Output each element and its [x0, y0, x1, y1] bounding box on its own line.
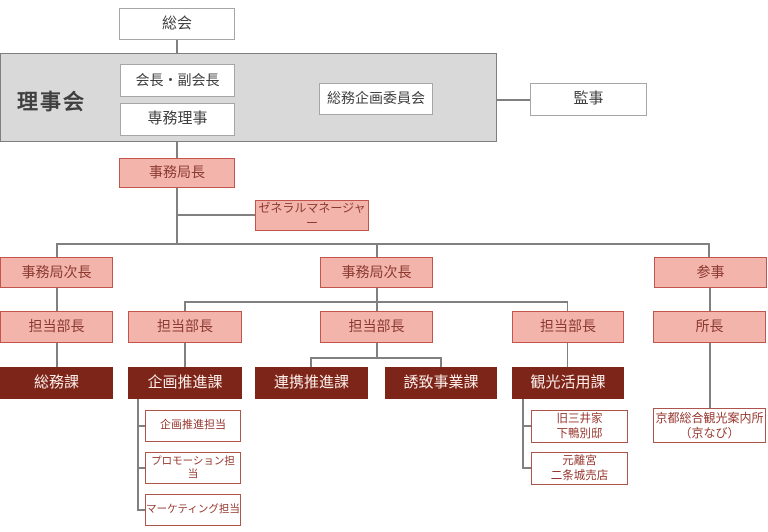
node-former-mitsui-villa: 旧三井家 下鴨別邸 [531, 410, 628, 443]
connector-planning-trunk [137, 399, 139, 510]
node-department-manager-1: 担当部長 [0, 311, 113, 343]
node-executive-director: 専務理事 [120, 103, 235, 136]
node-general-affairs-planning-committee: 総務企画委員会 [319, 83, 433, 115]
node-secretary-general: 事務局長 [119, 158, 235, 188]
connector-manager3-branch [376, 343, 378, 357]
node-general-manager: ゼネラルマネージャー [255, 200, 369, 231]
connector-director-kyonavi [709, 343, 711, 408]
connector-manager2-section [184, 343, 186, 367]
node-nijo-castle-shop: 元離宮 二条城売店 [531, 452, 628, 485]
connector-drop-counselor [708, 243, 710, 257]
connector-planning-stub1 [137, 425, 145, 427]
node-general-affairs-section: 総務課 [0, 367, 113, 399]
node-counselor: 参事 [654, 257, 767, 288]
connector-branch3 [310, 357, 441, 359]
connector-tourism-stub2 [522, 467, 531, 469]
connector-tourism-trunk [522, 399, 524, 468]
node-deputy-secretary-general-1: 事務局次長 [0, 257, 113, 288]
connector-manager1-section [56, 343, 58, 367]
nijo-shop-line1: 元離宮 [562, 455, 597, 468]
node-marketing-team: マーケティング担当 [145, 494, 241, 526]
connector-planning-stub2 [137, 467, 145, 469]
connector-drop-manager3 [376, 301, 378, 311]
node-auditor: 監事 [530, 83, 647, 116]
connector-manager4-section [566, 343, 568, 367]
node-planning-promotion-team: 企画推進担当 [145, 410, 241, 442]
node-department-manager-4: 担当部長 [512, 311, 624, 343]
connector-drop-collab [310, 357, 312, 367]
connector-deputy2-branch [376, 288, 378, 301]
connector-board-sg [176, 142, 178, 158]
node-collaboration-promotion-section: 連携推進課 [255, 367, 368, 399]
connector-board-auditor [497, 99, 530, 101]
node-tourism-utilization-section: 観光活用課 [512, 367, 624, 399]
connector-drop-manager2 [184, 301, 186, 311]
node-office-director: 所長 [653, 311, 766, 343]
node-deputy-secretary-general-2: 事務局次長 [320, 257, 433, 288]
connector-sg-trunk [176, 188, 178, 244]
board-of-directors-label: 理事会 [17, 91, 86, 114]
nijo-shop-line2: 二条城売店 [550, 469, 609, 482]
connector-planning-stub3 [137, 509, 145, 511]
connector-deputy1-manager1 [56, 288, 58, 311]
node-department-manager-2: 担当部長 [128, 311, 242, 343]
connector-tourism-stub1 [522, 425, 531, 427]
node-planning-promotion-section: 企画推進課 [128, 367, 242, 399]
connector-drop-deputy2 [376, 243, 378, 257]
node-promotion-team: プロモーション担当 [145, 452, 241, 484]
connector-drop-attraction [440, 357, 442, 367]
connector-drop-deputy1 [56, 243, 58, 257]
kyonavi-line2: （京なび） [679, 425, 740, 440]
node-attraction-business-section: 誘致事業課 [385, 367, 497, 399]
node-chairman-vice-chairman: 会長・副会長 [120, 64, 235, 97]
node-kyoto-tourist-information-center: 京都総合観光案内所 （京なび） [653, 408, 766, 443]
node-general-meeting: 総会 [119, 8, 235, 40]
mitsui-villa-line1: 旧三井家 [556, 413, 603, 426]
node-department-manager-3: 担当部長 [320, 311, 433, 343]
connector-main-branch [56, 243, 709, 245]
connector-drop-manager4 [566, 301, 568, 311]
kyonavi-line1: 京都総合観光案内所 [655, 410, 764, 425]
connector-meeting-board [176, 40, 178, 53]
connector-counselor-director [709, 288, 711, 311]
mitsui-villa-line2: 下鴨別邸 [556, 427, 603, 440]
connector-sg-gm [176, 214, 255, 216]
